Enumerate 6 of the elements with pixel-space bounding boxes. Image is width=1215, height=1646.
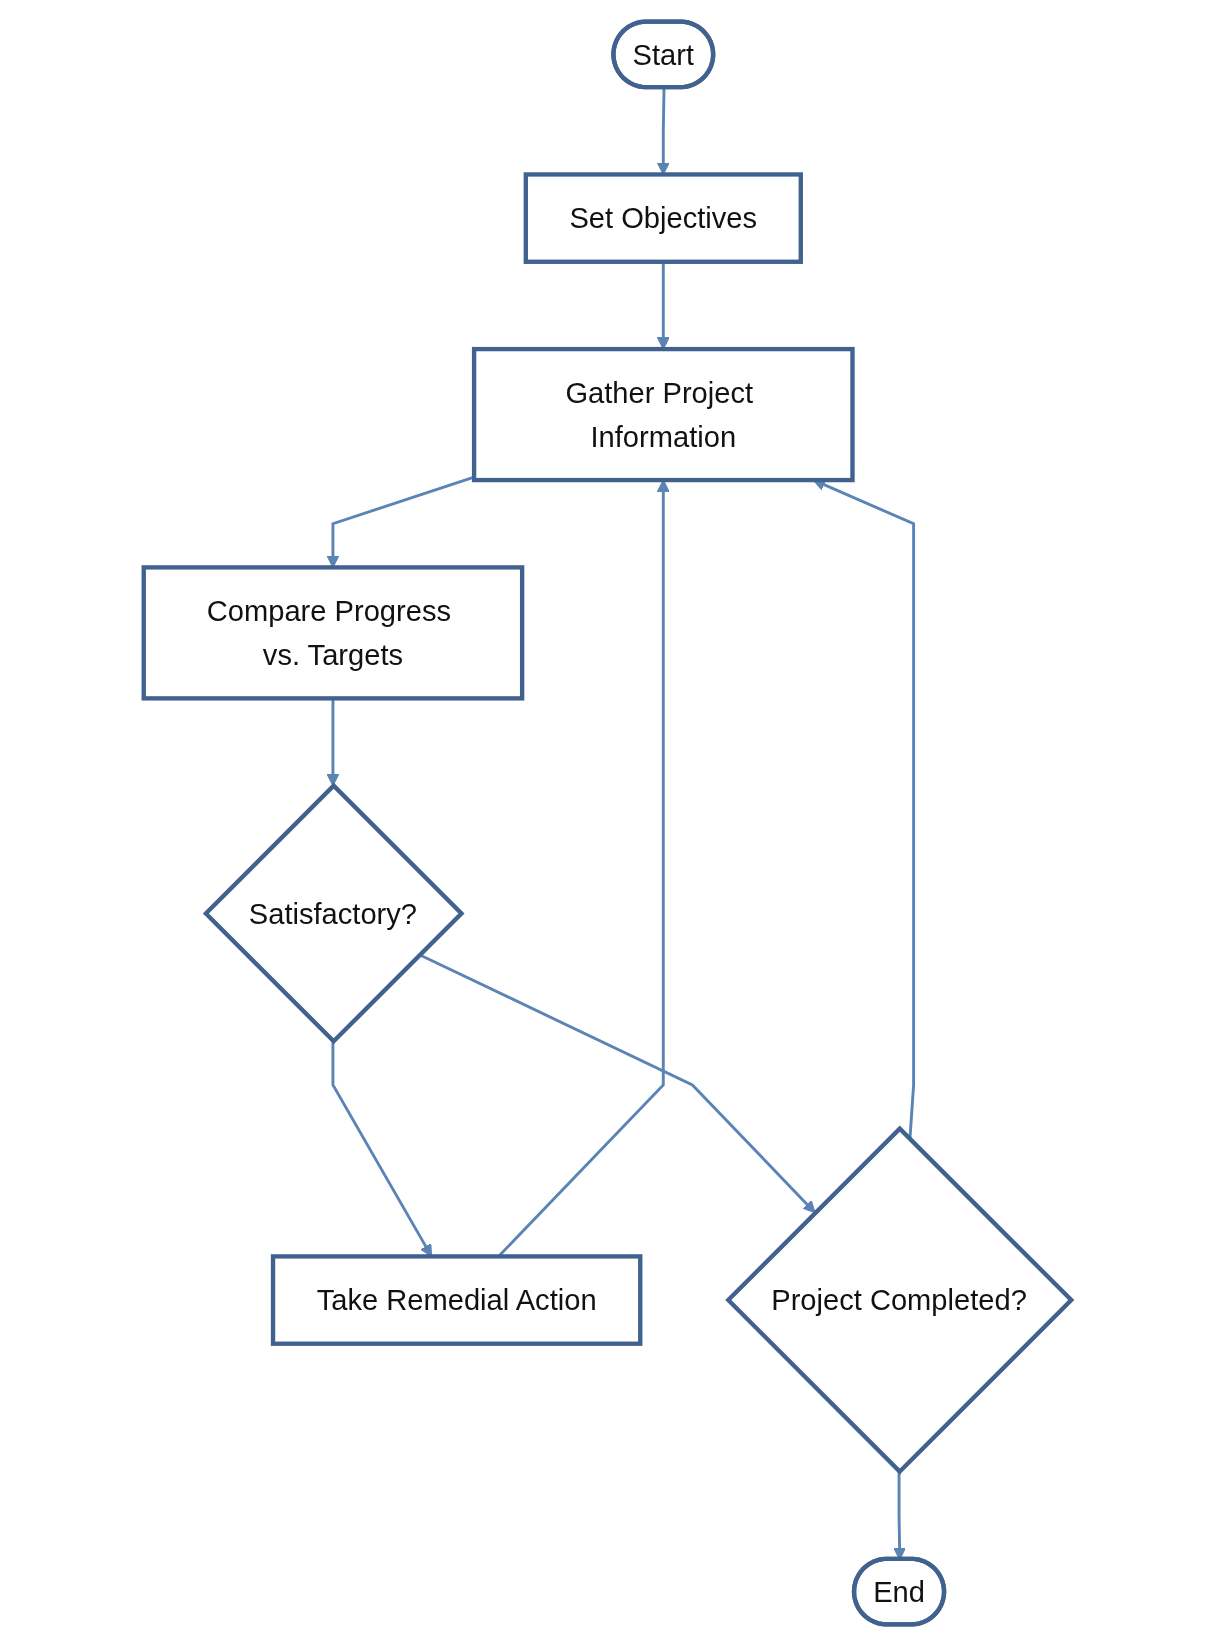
- node-box: Compare Progress vs. Targets: [141, 565, 525, 701]
- node-box: Take Remedial Action: [270, 1254, 643, 1346]
- node-diamond: Project Completed?: [725, 1125, 1075, 1475]
- node-diamond: Satisfactory?: [202, 782, 465, 1045]
- node-box: Gather Project Information: [471, 346, 855, 483]
- node-box: Set Objectives: [523, 172, 803, 264]
